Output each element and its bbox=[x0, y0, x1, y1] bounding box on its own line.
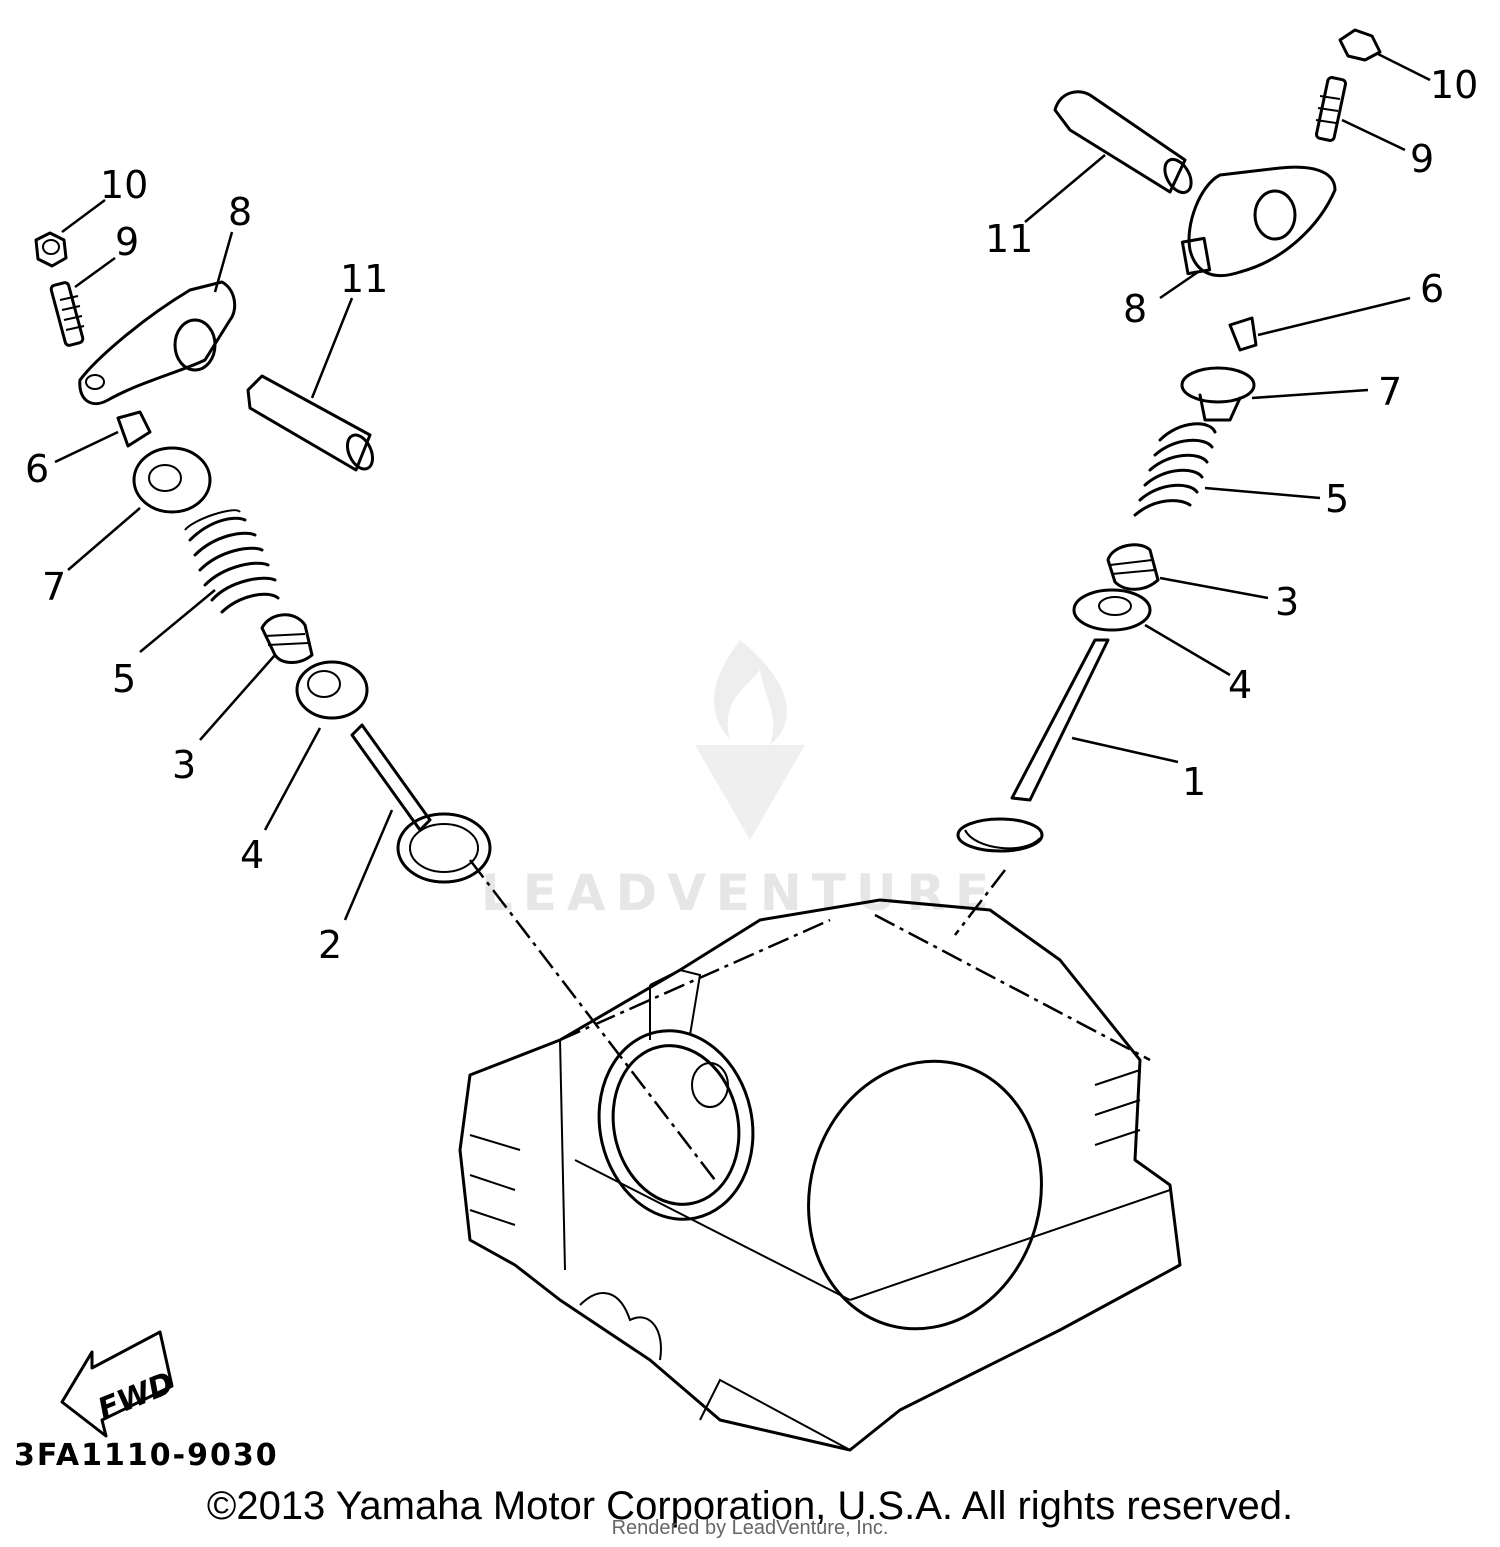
right-valve-stem-seal bbox=[1106, 543, 1160, 591]
callout-7-right: 7 bbox=[1378, 370, 1402, 414]
callout-8-left: 8 bbox=[228, 190, 252, 234]
diagram-code: 3FA1110-9030 bbox=[14, 1438, 279, 1473]
right-spring-seat bbox=[1072, 588, 1152, 632]
watermark-text: LEADVENTURE bbox=[481, 864, 999, 922]
left-valve-spring bbox=[184, 509, 280, 614]
left-spring-seat bbox=[295, 660, 369, 720]
right-spring-retainer bbox=[1180, 366, 1256, 422]
callout-3-right: 3 bbox=[1275, 580, 1299, 624]
left-adjusting-screw bbox=[49, 281, 85, 347]
left-valve-cotter bbox=[116, 410, 152, 448]
callout-10-right: 10 bbox=[1430, 63, 1478, 107]
callout-7-left: 7 bbox=[42, 565, 66, 609]
right-valve-spring bbox=[1133, 422, 1217, 517]
rendered-by-notice: Rendered by LeadVenture, Inc. bbox=[611, 1517, 889, 1539]
left-locknut bbox=[34, 231, 68, 268]
callout-labels: 10 9 8 11 6 7 5 3 4 2 10 9 11 8 6 7 5 3 … bbox=[25, 63, 1478, 967]
right-locknut bbox=[1338, 28, 1382, 62]
callout-6-left: 6 bbox=[25, 447, 49, 491]
right-rocker-arm bbox=[1180, 165, 1337, 278]
callout-3-left: 3 bbox=[172, 743, 196, 787]
callout-10-left: 10 bbox=[100, 163, 148, 207]
callout-5-right: 5 bbox=[1325, 477, 1349, 521]
callout-11-left: 11 bbox=[340, 257, 388, 301]
right-rocker-shaft bbox=[1053, 90, 1193, 195]
leader-lines bbox=[54, 52, 1431, 921]
right-adjusting-screw bbox=[1314, 76, 1348, 142]
callout-11-right: 11 bbox=[985, 217, 1033, 261]
callout-4-right: 4 bbox=[1228, 663, 1252, 707]
leadventure-watermark: LEADVENTURE bbox=[481, 640, 999, 922]
exhaust-valve bbox=[350, 723, 492, 884]
callout-9-left: 9 bbox=[115, 220, 139, 264]
center-lines bbox=[469, 859, 1151, 1181]
left-valve-stem-seal bbox=[260, 613, 314, 664]
callout-8-right: 8 bbox=[1123, 287, 1147, 331]
copyright-notice: ©2013 Yamaha Motor Corporation, U.S.A. A… bbox=[206, 1484, 1294, 1528]
callout-5-left: 5 bbox=[112, 657, 136, 701]
cylinder-head bbox=[458, 898, 1182, 1452]
callout-6-right: 6 bbox=[1420, 267, 1444, 311]
intake-valve bbox=[956, 638, 1110, 853]
left-spring-retainer bbox=[132, 446, 212, 514]
callout-9-right: 9 bbox=[1410, 137, 1434, 181]
fwd-arrow: FWD bbox=[60, 1330, 179, 1438]
callout-4-left: 4 bbox=[240, 833, 264, 877]
fwd-label: FWD bbox=[93, 1366, 179, 1428]
left-rocker-arm bbox=[78, 280, 237, 406]
callout-1: 1 bbox=[1182, 760, 1206, 804]
right-valve-cotter bbox=[1228, 316, 1258, 352]
callout-2: 2 bbox=[318, 923, 342, 967]
left-rocker-shaft bbox=[246, 374, 375, 472]
